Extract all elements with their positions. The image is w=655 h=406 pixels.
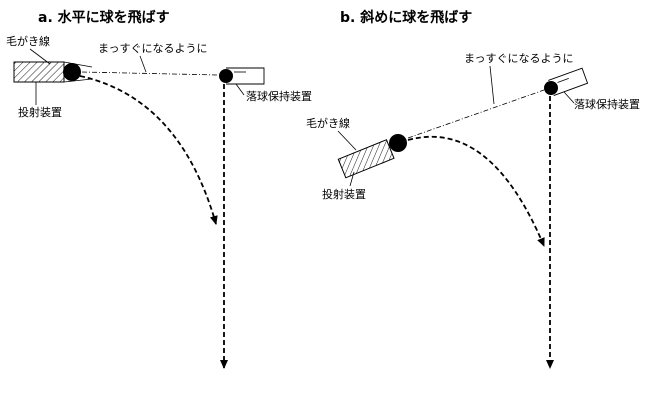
panel-a-launcher	[13, 61, 65, 83]
panel-a-alignment-line	[81, 71, 219, 76]
panel-a-drop-holder	[226, 67, 265, 85]
panel-b-holder-leader	[563, 91, 575, 104]
panel-a-launcher-guide-top	[63, 61, 93, 68]
panel-b-title: b. 斜めに球を飛ばす	[340, 9, 472, 26]
panel-a-projectile-path	[79, 75, 218, 225]
panel-a-align-leader	[139, 55, 147, 73]
panel-b-holder-label: 落球保持装置	[574, 97, 640, 111]
panel-a-launcher-guide-bottom	[63, 78, 93, 83]
panel-b-launcher-label: 投射装置	[322, 187, 366, 201]
panel-b-projectile-path	[407, 135, 545, 247]
panel-b-drop-holder	[548, 67, 589, 96]
panel-a-scratch-label: 毛がき線	[6, 34, 50, 48]
panel-b-launch-ball	[389, 134, 407, 152]
panel-b-scratch-leader	[337, 130, 357, 151]
panel-a-align-label: まっすぐになるように	[98, 42, 208, 55]
panel-a-title: a. 水平に球を飛ばす	[38, 9, 170, 26]
panel-a-launch-ball	[63, 63, 81, 81]
panel-b-launcher-leader	[349, 171, 355, 187]
panel-a-holder-label: 落球保持装置	[246, 89, 312, 103]
panel-a-scratch-leader	[29, 48, 51, 65]
panel-b-align-leader	[489, 65, 495, 105]
panel-b-align-label: まっすぐになるように	[464, 52, 574, 65]
panel-a: a. 水平に球を飛ばす 毛がき線 投射装置 まっすぐになるように 落球保持装置	[6, 9, 312, 369]
panel-b-drop-ball	[544, 81, 558, 95]
panel-b-launcher	[337, 139, 395, 179]
panel-b-scratch-label: 毛がき線	[306, 116, 350, 130]
panel-a-drop-ball	[219, 69, 233, 83]
panel-b: b. 斜めに球を飛ばす 毛がき線 投射装置 まっすぐになるように 落球保持装置	[306, 9, 640, 369]
panel-a-holder-leader	[235, 83, 245, 96]
panel-b-alignment-line	[407, 89, 545, 139]
panel-a-launcher-label: 投射装置	[18, 105, 62, 119]
